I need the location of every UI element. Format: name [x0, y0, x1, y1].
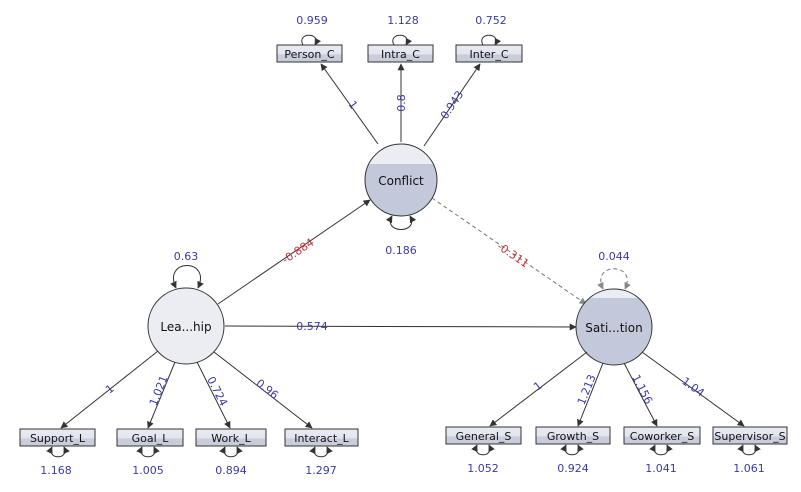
indicator-label: General_S [456, 430, 512, 443]
indicator-label: Inter_C [470, 48, 509, 61]
leadership-indicator-interact-l[interactable]: Interact_L [284, 428, 359, 447]
indicator-label: Growth_S [547, 430, 599, 443]
loading-value: 0.724 [204, 374, 230, 408]
residual-loop-person-c [301, 34, 322, 46]
variance-loop-leadership [170, 265, 204, 289]
residual-loop-supervisor-s [737, 444, 761, 456]
latent-leadership[interactable]: Lea...hip [147, 287, 225, 365]
residual-value: 1.005 [132, 464, 164, 477]
variance-value: 0.044 [598, 250, 630, 263]
residual-loop-general-s [471, 444, 495, 456]
conflict-indicator-person-c[interactable]: Person_C [276, 44, 343, 63]
loading-value: 1.213 [575, 373, 599, 407]
residual-value: 1.061 [733, 462, 765, 475]
path-leadership-to-conflict [217, 199, 371, 305]
loading-value: 1 [346, 98, 361, 111]
path-coefficient: 0.574 [296, 320, 328, 333]
loading-value: 0.96 [253, 377, 280, 402]
variance-value: 0.63 [174, 250, 199, 263]
indicator-label: Coworker_S [630, 430, 694, 443]
loading-arrow-coworker-s [623, 362, 658, 427]
indicator-label: Supervisor_S [714, 430, 785, 443]
residual-loop-growth-s [560, 444, 584, 456]
indicator-label: Work_L [211, 432, 251, 445]
loading-arrow-person-c [320, 63, 379, 145]
path-conflict-to-satisfaction [431, 197, 587, 305]
residual-value: 1.168 [40, 464, 72, 477]
path-coefficient: -0.311 [495, 240, 532, 271]
loading-value: 1.156 [629, 372, 655, 406]
indicator-label: Interact_L [294, 432, 349, 445]
loading-arrow-supervisor-s [641, 351, 745, 427]
loading-arrow-growth-s [577, 362, 604, 427]
indicator-label: Goal_L [132, 432, 170, 445]
latent-label: Conflict [378, 174, 424, 188]
latent-label: Lea...hip [160, 320, 211, 334]
residual-value: 1.052 [467, 462, 499, 475]
latent-satisfaction[interactable]: Sati...tion [575, 288, 653, 366]
residual-value: 1.297 [305, 464, 337, 477]
variance-loop-conflict [385, 215, 417, 230]
loading-value: 1.021 [147, 374, 171, 408]
indicator-label: Person_C [284, 48, 334, 61]
satisfaction-indicator-supervisor-s[interactable]: Supervisor_S [712, 426, 788, 445]
loading-value: 1 [103, 382, 117, 397]
conflict-indicator-inter-c[interactable]: Inter_C [455, 44, 523, 63]
residual-value: 0.924 [557, 462, 589, 475]
satisfaction-indicator-coworker-s[interactable]: Coworker_S [623, 426, 701, 445]
residual-loop-inter-c [481, 34, 502, 46]
leadership-indicator-goal-l[interactable]: Goal_L [116, 428, 184, 447]
loading-value: 0.943 [438, 88, 466, 121]
leadership-indicator-work-l[interactable]: Work_L [195, 428, 267, 447]
latent-label: Sati...tion [585, 321, 642, 335]
residual-loop-intra-c [392, 34, 413, 46]
residual-value: 0.752 [475, 14, 507, 27]
residual-loop-goal-l [136, 446, 160, 458]
residual-loop-interact-l [309, 446, 333, 458]
residual-value: 1.128 [387, 14, 419, 27]
leadership-indicator-support-l[interactable]: Support_L [19, 428, 96, 447]
path-coefficient: -0.884 [280, 236, 317, 267]
variance-value: 0.186 [385, 244, 417, 257]
indicator-label: Support_L [30, 432, 86, 445]
loading-arrow-support-l [60, 350, 159, 429]
loading-arrow-interact-l [213, 351, 313, 429]
residual-loop-support-l [46, 446, 70, 458]
conflict-indicator-intra-c[interactable]: Intra_C [367, 44, 434, 63]
loading-arrow-general-s [489, 351, 588, 427]
residual-value: 0.959 [296, 14, 328, 27]
residual-value: 0.894 [215, 464, 247, 477]
satisfaction-indicator-growth-s[interactable]: Growth_S [535, 426, 611, 445]
residual-value: 1.041 [645, 462, 677, 475]
loading-arrow-inter-c [423, 63, 481, 147]
satisfaction-indicator-general-s[interactable]: General_S [445, 426, 522, 445]
path-leadership-to-satisfaction [224, 323, 577, 331]
variance-loop-satisfaction [597, 268, 631, 290]
latent-conflict[interactable]: Conflict [364, 143, 438, 217]
loading-value: 0.8 [395, 94, 408, 112]
indicator-label: Intra_C [381, 48, 420, 61]
residual-loop-coworker-s [649, 444, 673, 456]
loading-arrow-work-l [196, 361, 231, 429]
residual-loop-work-l [219, 446, 243, 458]
loading-arrow-goal-l [147, 361, 176, 429]
